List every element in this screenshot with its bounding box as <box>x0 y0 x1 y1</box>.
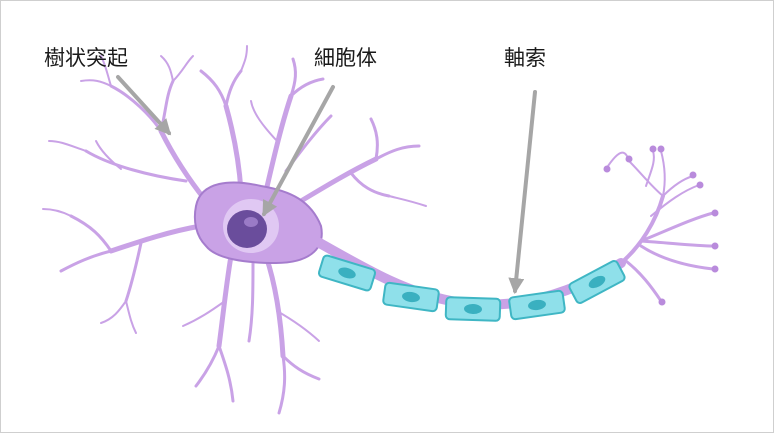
axon-label: 軸索 <box>504 46 546 70</box>
axon-terminals <box>605 150 715 303</box>
soma-pointer-arrow <box>262 85 335 217</box>
nucleus <box>227 210 267 248</box>
dendrite-pointer-arrow <box>116 75 172 136</box>
terminal-buttons <box>603 145 719 306</box>
axon <box>311 236 626 322</box>
dendrites <box>42 45 427 415</box>
pointer-arrows <box>116 75 537 295</box>
dendrite-label: 樹状突起 <box>44 46 128 70</box>
myelin-sheaths <box>317 254 626 322</box>
axon-pointer-arrow <box>508 90 537 295</box>
soma <box>193 181 323 265</box>
soma-label: 細胞体 <box>314 46 377 70</box>
